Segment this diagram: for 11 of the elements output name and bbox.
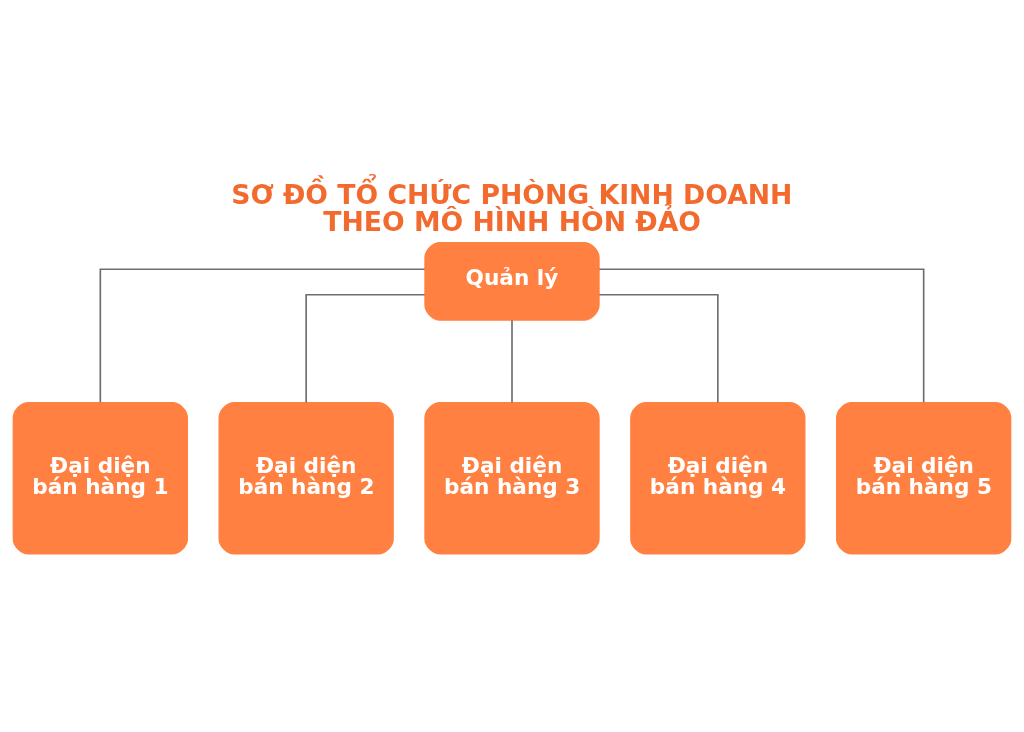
- connector: [598, 293, 719, 403]
- connector: [99, 267, 426, 403]
- node-box: Đại diện bán hàng 1: [12, 401, 188, 555]
- node-box: Đại diện bán hàng 3: [424, 401, 600, 555]
- connector: [305, 293, 426, 403]
- node-box: Đại diện bán hàng 5: [836, 401, 1012, 555]
- node-box: Đại diện bán hàng 4: [630, 401, 806, 555]
- connector: [598, 267, 925, 403]
- node-box: Đại diện bán hàng 2: [218, 401, 394, 555]
- node-box: Quản lý: [424, 241, 600, 321]
- connector: [511, 318, 513, 403]
